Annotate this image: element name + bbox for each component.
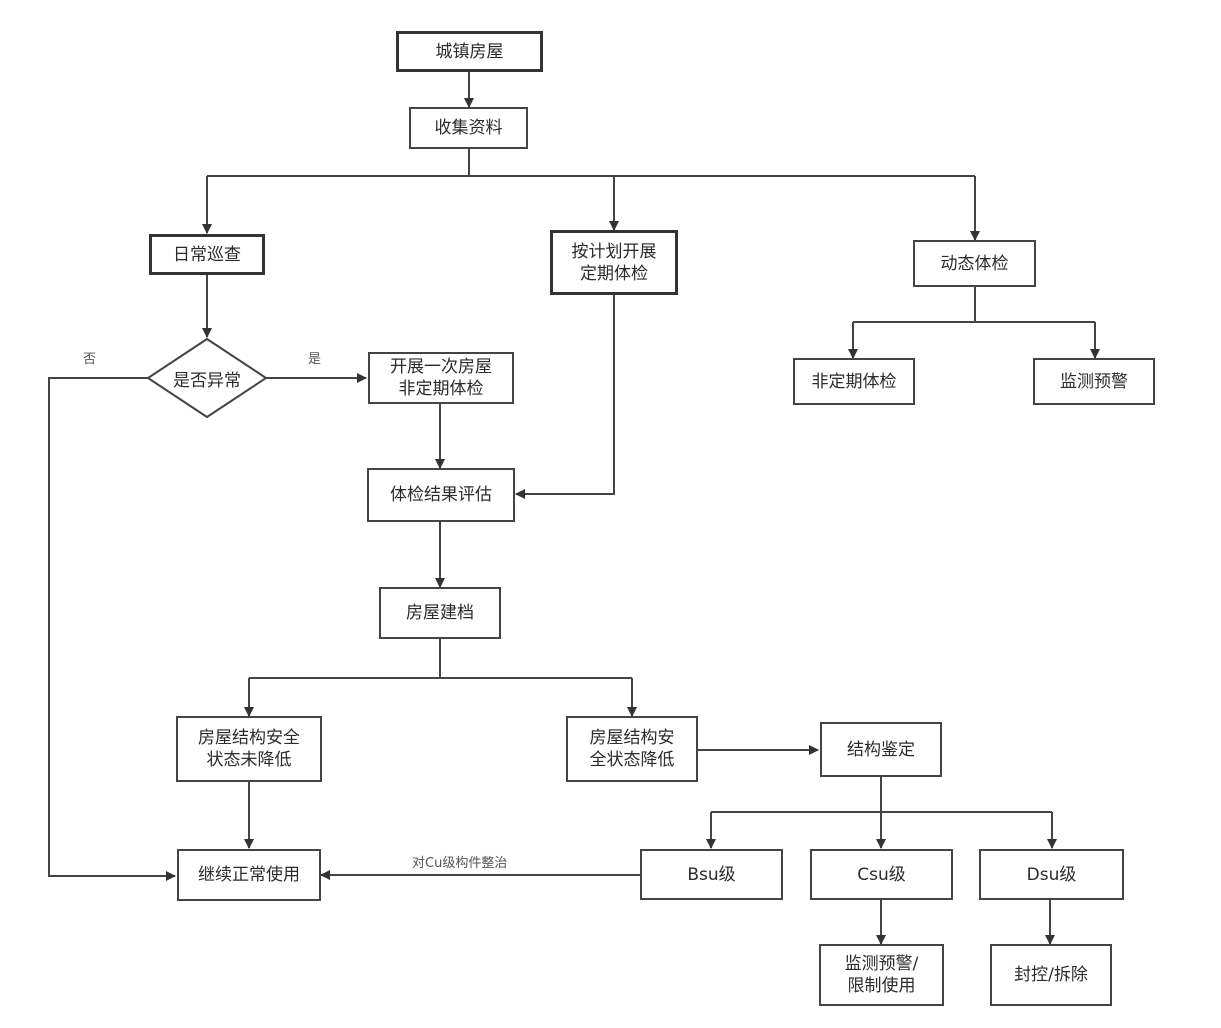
node-safety-not-reduced: 房屋结构安全 状态未降低 [176,716,322,782]
node-dsu: Dsu级 [979,849,1124,900]
edge-scheduled-to-eval [515,295,615,499]
decision-diamond [146,337,268,419]
node-seal-demolish: 封控/拆除 [990,944,1112,1006]
edge-label-no: 否 [83,352,97,367]
edge-label-yes: 是 [308,352,322,367]
node-bsu: Bsu级 [640,849,783,900]
node-housing-archive: 房屋建档 [379,587,501,639]
node-one-time-checkup: 开展一次房屋 非定期体检 [368,352,514,404]
node-dynamic-checkup: 动态体检 [913,240,1036,287]
decision-label: 是否异常 [173,370,241,391]
node-daily-inspection: 日常巡查 [149,234,265,275]
node-urban-housing: 城镇房屋 [396,31,543,72]
node-monitoring-warning: 监测预警 [1033,358,1155,405]
node-safety-reduced: 房屋结构安 全状态降低 [566,716,698,782]
edge-label-cu-repair: 对Cu级构件整治 [412,856,508,871]
node-structural-appraisal: 结构鉴定 [820,722,942,777]
node-monitor-restrict: 监测预警/ 限制使用 [819,944,944,1006]
node-continue-use: 继续正常使用 [177,849,321,901]
node-csu: Csu级 [810,849,953,900]
node-result-evaluation: 体检结果评估 [367,468,515,522]
node-scheduled-checkup: 按计划开展 定期体检 [550,230,678,295]
node-irregular-checkup: 非定期体检 [793,358,915,405]
node-collect-data: 收集资料 [409,107,528,149]
edge-no [48,377,176,881]
